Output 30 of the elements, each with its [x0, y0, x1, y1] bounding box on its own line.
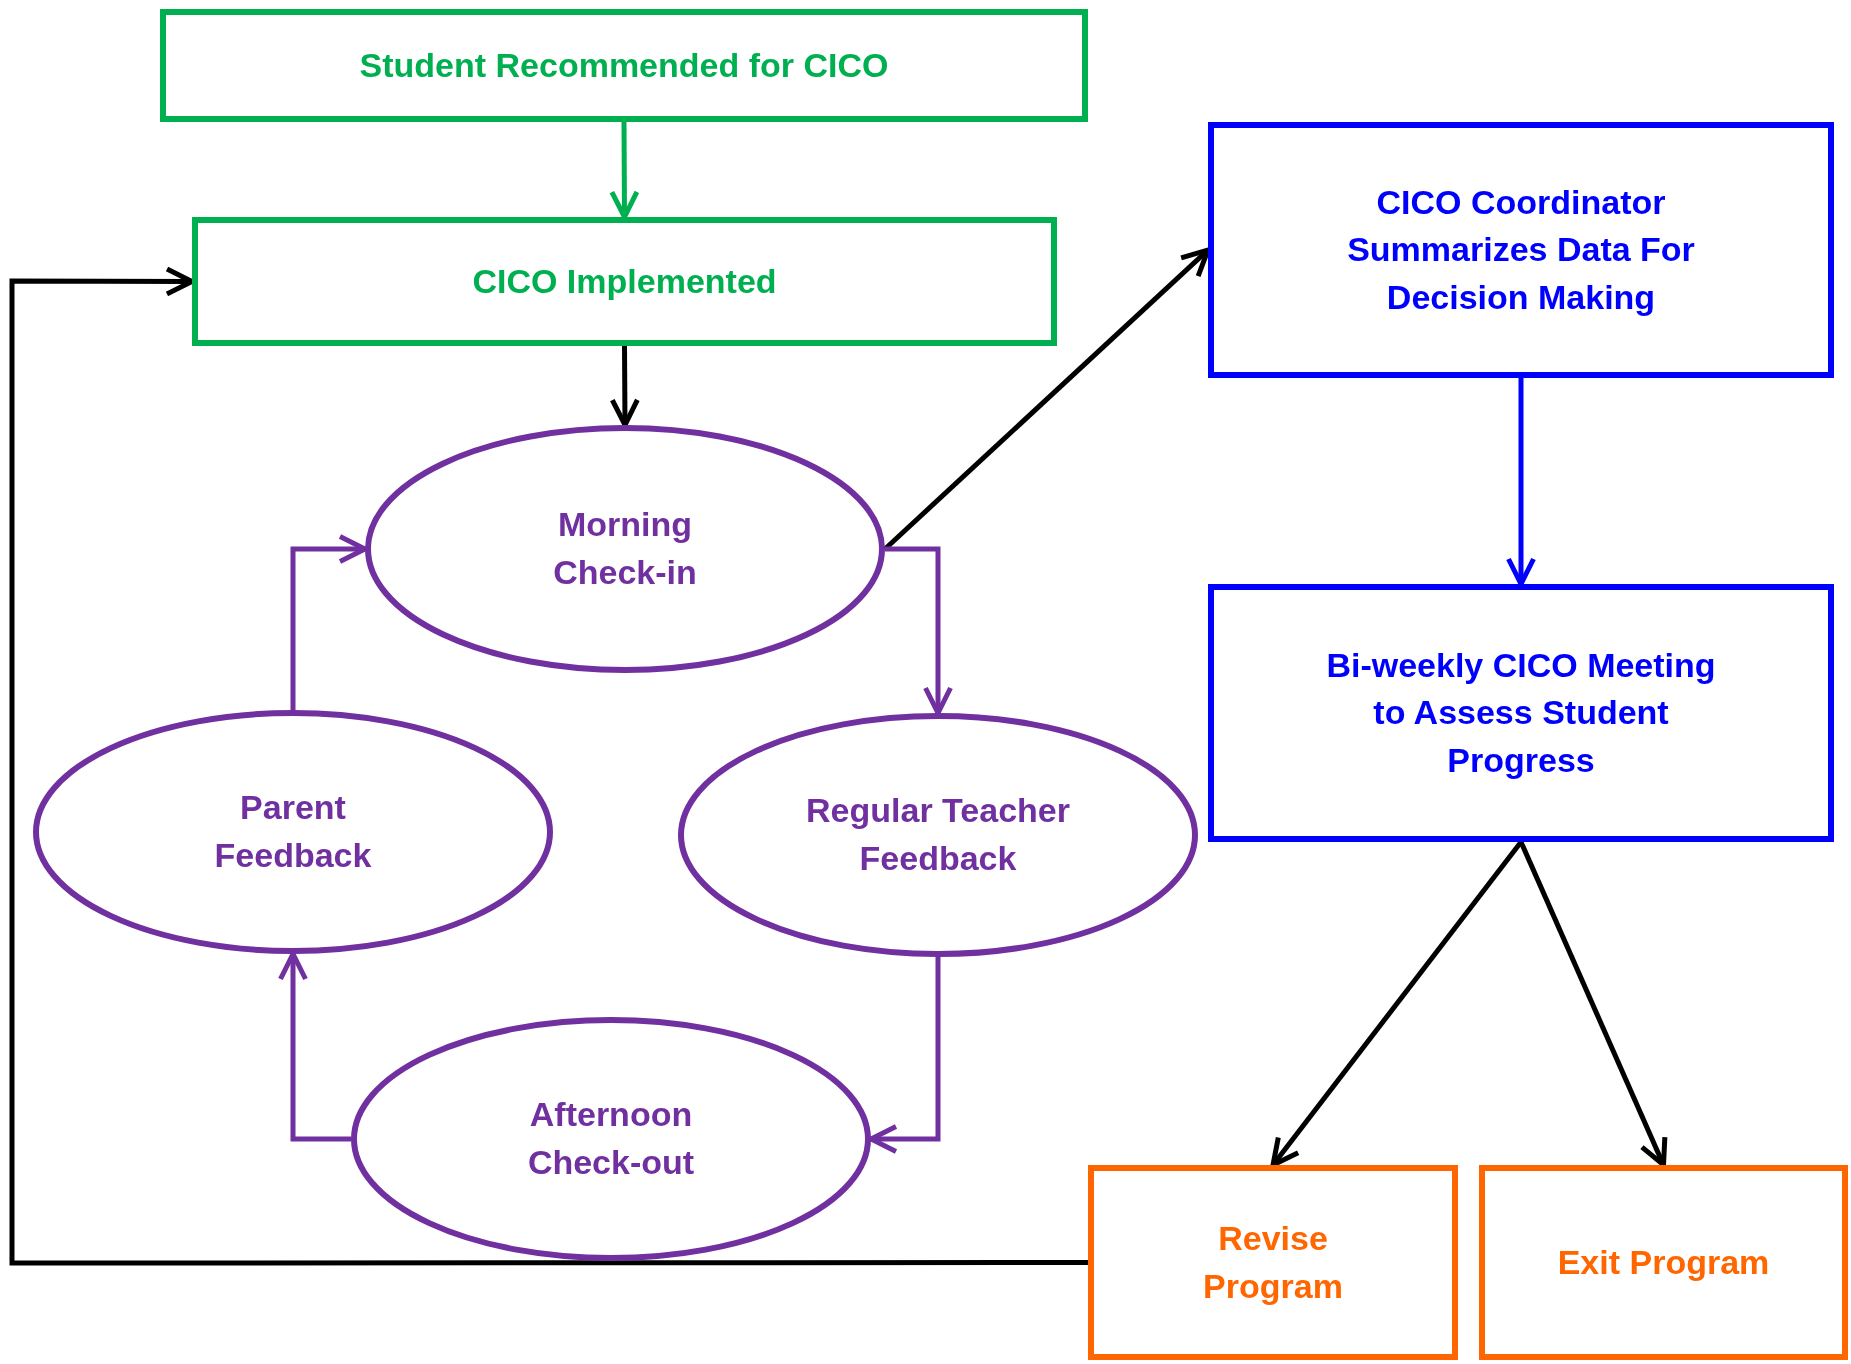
- node-label: CICO Implemented: [472, 260, 777, 302]
- node-label: Revise Program: [1202, 1217, 1344, 1307]
- process-ellipse: [365, 425, 885, 673]
- process-box: [160, 9, 1088, 122]
- arrow: [9, 266, 1088, 1266]
- process-box: [1088, 1165, 1458, 1360]
- process-ellipse: [33, 710, 553, 954]
- arrow: [885, 546, 953, 716]
- arrow: [1270, 840, 1523, 1168]
- node-label: Student Recommended for CICO: [359, 44, 889, 86]
- node-label: Morning Check-in: [552, 504, 698, 593]
- node-label: Regular Teacher Feedback: [805, 790, 1071, 879]
- process-ellipse: [678, 713, 1198, 957]
- node-label: Bi-weekly CICO Meeting to Assess Student Progress: [1325, 644, 1717, 781]
- node-label: Parent Feedback: [213, 787, 373, 876]
- arrow: [868, 957, 941, 1154]
- process-box: [1208, 122, 1834, 378]
- process-box: [192, 217, 1057, 346]
- arrow: [609, 122, 640, 220]
- arrow: [278, 951, 351, 1142]
- node-label: Afternoon Check-out: [526, 1094, 696, 1183]
- arrow: [1506, 378, 1536, 587]
- process-box: [1208, 584, 1834, 842]
- arrow: [1518, 841, 1668, 1168]
- arrow: [609, 346, 640, 428]
- arrow: [290, 534, 368, 710]
- node-label: CICO Coordinator Summarizes Data For Decision Making: [1346, 181, 1696, 318]
- process-box: [1479, 1165, 1848, 1360]
- process-ellipse: [351, 1017, 871, 1261]
- node-label: Exit Program: [1557, 1241, 1770, 1283]
